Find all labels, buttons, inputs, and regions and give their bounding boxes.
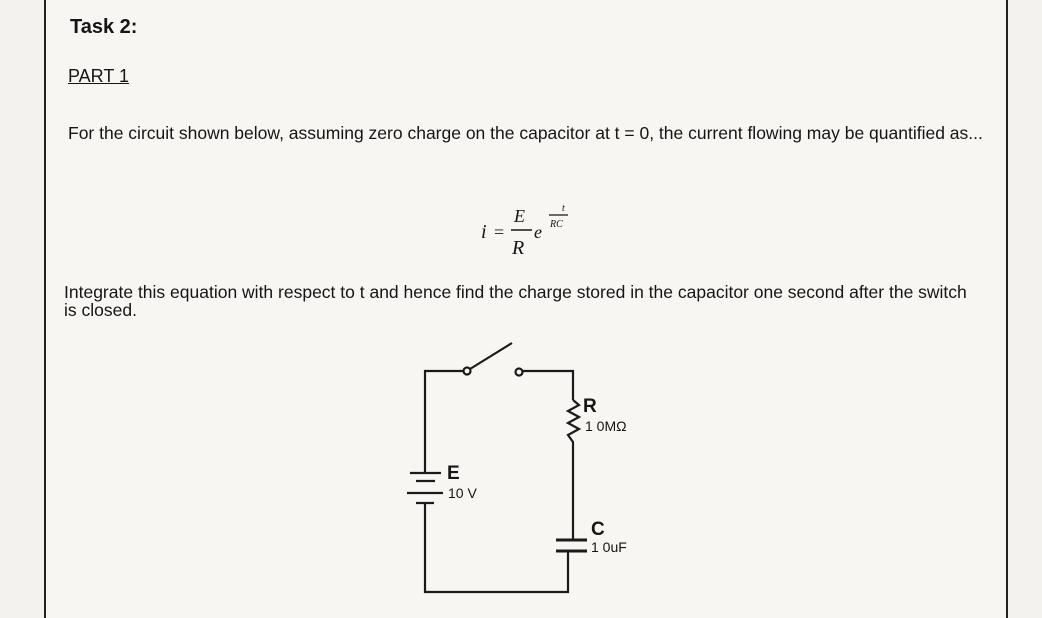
circuit-diagram — [407, 342, 587, 594]
part-title: PART 1 — [68, 66, 130, 86]
source-value: 10 V — [448, 485, 477, 501]
task-title: Task 2: — [70, 16, 138, 38]
document-page — [44, 0, 1008, 618]
resistor-icon — [565, 399, 582, 540]
capacitor-value: 1 0uF — [591, 539, 627, 555]
eq-numerator: E — [513, 206, 525, 226]
switch-contact — [514, 367, 524, 377]
wire-left-top — [423, 369, 467, 473]
paragraph-intro: For the circuit shown below, assuming ze… — [68, 123, 983, 143]
eq-exp-numerator: t — [562, 203, 565, 214]
switch-lever — [469, 342, 513, 370]
resistor-value: 1 0MΩ — [585, 418, 627, 434]
circuit-labels: R 1 0MΩ E 10 V C 1 0uF — [447, 396, 627, 555]
wire-bottom — [423, 503, 570, 594]
eq-base: e — [534, 222, 542, 242]
eq-exp-denominator: RC — [549, 219, 563, 230]
switch-pivot — [462, 366, 472, 376]
source-label: E — [447, 463, 460, 484]
paragraph-task: Integrate this equation with respect to … — [64, 282, 967, 320]
eq-denominator: R — [511, 237, 524, 259]
eq-equals: = — [494, 222, 504, 242]
wire-right-top — [519, 369, 575, 400]
capacitor-label: C — [591, 519, 605, 540]
resistor-label: R — [583, 396, 597, 417]
eq-lhs: i — [481, 221, 487, 243]
current-equation: i = E R e t RC — [481, 203, 568, 259]
